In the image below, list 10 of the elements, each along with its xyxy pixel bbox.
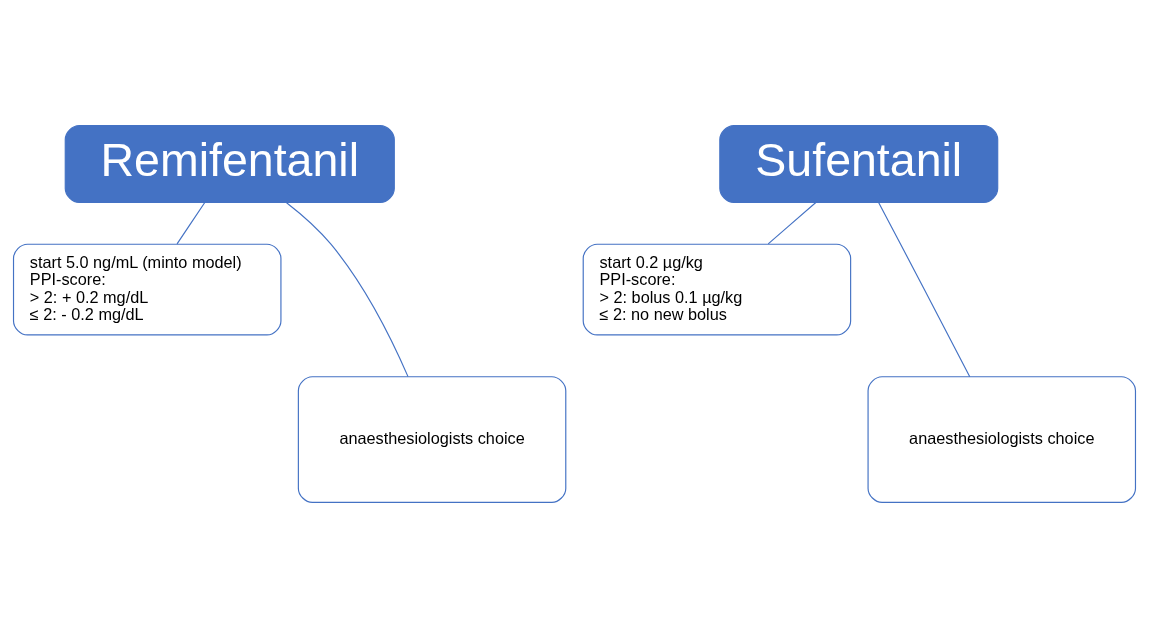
node-box: start 5.0 ng/mL (minto model) PPI-score: > 2: + 0.2 mg/dL ≤ 2: - 0.2 mg/dL bbox=[12, 243, 282, 335]
connector bbox=[286, 201, 409, 377]
node-box: anaesthesiologists choice bbox=[297, 375, 567, 503]
node-box: Sufentanil bbox=[719, 124, 999, 203]
node-box: Remifentanil bbox=[64, 124, 395, 203]
connector bbox=[878, 201, 971, 377]
connector bbox=[176, 201, 206, 244]
connector bbox=[767, 201, 817, 244]
node-box: start 0.2 µg/kg PPI-score: > 2: bolus 0.1 µg/kg ≤ 2: no new bolus bbox=[582, 243, 852, 335]
node-box: anaesthesiologists choice bbox=[867, 375, 1137, 503]
